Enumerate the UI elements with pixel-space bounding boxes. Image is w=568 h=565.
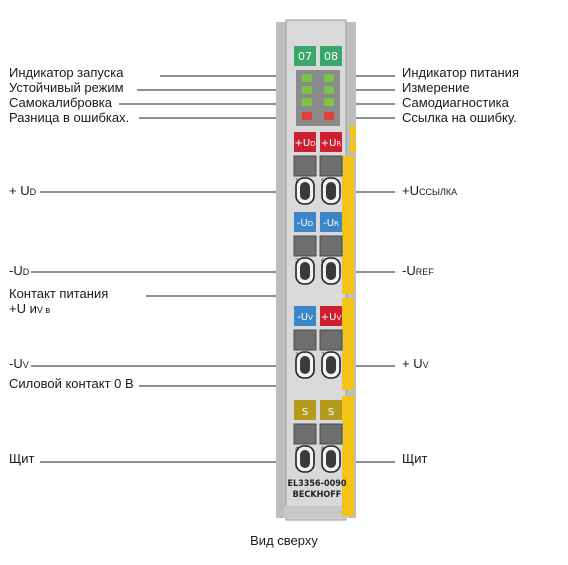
label-minus-uref: -UREF: [402, 263, 434, 278]
terminal-number: 6: [321, 258, 325, 265]
terminal-number: 8: [321, 446, 325, 453]
label-plus-uref: +UССЫЛКА: [402, 183, 458, 198]
channel-tag-08: 08: [324, 50, 338, 63]
led-run: [302, 74, 312, 82]
terminal-tag-minus-ud: -UD: [297, 218, 313, 229]
caption: Вид сверху: [250, 533, 318, 548]
terminal-tag-plus-uv: +UV: [321, 312, 342, 323]
led-error-ref: [324, 112, 334, 120]
power-contact-strip: [342, 126, 356, 516]
terminal-tag-plus-ud: +UD: [294, 138, 315, 149]
label-measurement: Измерение: [402, 80, 470, 95]
led-power: [324, 74, 334, 82]
spring-terminals: 1 5 2 6 3 7 4 8: [293, 155, 343, 473]
label-error-difference: Разница в ошибках.: [9, 110, 130, 125]
led-calibration: [302, 98, 312, 106]
terminal-number: 7: [321, 352, 325, 359]
spring-clamp-5: 5: [319, 155, 343, 205]
terminal-number: 1: [295, 178, 299, 185]
label-self-calibration: Самокалибровка: [9, 95, 112, 110]
terminal-tags: [294, 132, 342, 420]
label-minus-ud: -UD: [9, 263, 30, 278]
terminal-tag-minus-ur: -UR: [323, 218, 339, 229]
label-shield-right: Щит: [402, 451, 428, 466]
led-selfdiag: [324, 98, 334, 106]
spring-clamp-2: 2: [293, 235, 317, 285]
terminal-number: 2: [295, 258, 299, 265]
label-run-indicator: Индикатор запуска: [9, 65, 124, 80]
spring-clamp-4: 4: [293, 423, 317, 473]
terminal-tag-shield-2: S: [328, 407, 334, 418]
spring-clamp-1: 1: [293, 155, 317, 205]
spring-clamp-3: 3: [293, 329, 317, 379]
led-measure: [324, 86, 334, 94]
terminal-tag-shield-1: S: [302, 407, 308, 418]
label-plus-uv-right: + UV: [402, 356, 429, 371]
spring-clamp-7: 7: [319, 329, 343, 379]
label-plus-ud: + UD: [9, 183, 37, 198]
label-plus-uv: +U иV в: [9, 301, 51, 316]
terminal-number: 5: [321, 178, 325, 185]
terminal-number: 4: [295, 446, 299, 453]
label-error-reference: Ссылка на ошибку.: [402, 110, 517, 125]
label-steady-state: Устойчивый режим: [9, 80, 124, 95]
label-power-contact-0v: Силовой контакт 0 В: [9, 376, 134, 391]
channel-tags: 07 08: [294, 46, 342, 66]
spring-clamp-8: 8: [319, 423, 343, 473]
led-steady: [302, 86, 312, 94]
led-block: [296, 70, 340, 126]
label-self-diagnosis: Самодиагностика: [402, 95, 509, 110]
channel-tag-07: 07: [298, 50, 312, 63]
label-minus-uv: -UV: [9, 356, 29, 371]
label-shield-left: Щит: [9, 451, 35, 466]
spring-clamp-6: 6: [319, 235, 343, 285]
led-error-diff: [302, 112, 312, 120]
terminal-number: 3: [295, 352, 299, 359]
label-power-indicator: Индикатор питания: [402, 65, 519, 80]
model-number: EL3356-0090: [287, 479, 346, 489]
brand-name: BECKHOFF: [293, 490, 342, 500]
terminal-tag-minus-uv: -UV: [297, 312, 313, 323]
terminal-tag-plus-ur: +UR: [321, 138, 342, 149]
label-power-contact: Контакт питания: [9, 286, 109, 301]
